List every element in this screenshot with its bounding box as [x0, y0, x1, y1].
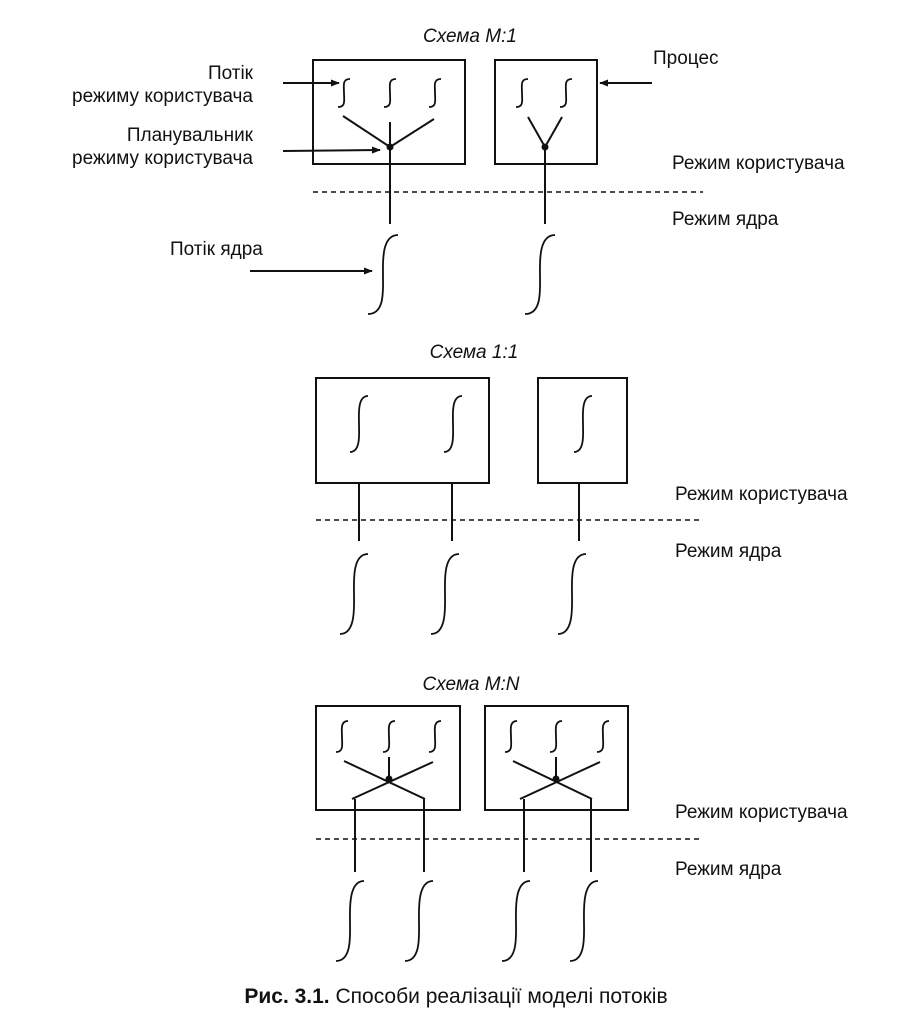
m1-process-box-2 [494, 59, 598, 224]
scheme-mn: Схема M:N Режим користувача Режим ядра [315, 674, 848, 962]
o1-user-mode-label: Режим користувача [675, 484, 848, 505]
arrow-to-user-scheduler [282, 146, 381, 154]
user-thread-squiggle [443, 395, 463, 453]
scheme-mn-title: Схема M:N [422, 674, 519, 695]
o1-kernel-mode-label: Режим ядра [675, 541, 782, 562]
kernel-thread-squiggle [335, 880, 365, 962]
o1-process-box-2 [537, 377, 628, 484]
figure-caption-prefix: Рис. 3.1. [244, 985, 329, 1008]
mn-user-mode-label: Режим користувача [675, 802, 848, 823]
user-thread-squiggle [515, 78, 529, 108]
m1-kernel-mode-label: Режим ядра [672, 209, 779, 230]
scheme-11: Схема 1:1 Режим користувача Режим ядра [315, 342, 848, 635]
label-process: Процес [653, 48, 719, 69]
user-thread-squiggle [428, 78, 442, 108]
label-user-thread-line1: Потік [208, 63, 254, 84]
kernel-thread-squiggle [404, 880, 434, 962]
mn-kernel-mode-label: Режим ядра [675, 859, 782, 880]
scheme-m1: Схема М:1 Потік режи [72, 26, 845, 315]
user-thread-squiggle [596, 720, 610, 753]
user-thread-squiggle [549, 720, 563, 753]
label-user-scheduler-line2: режиму користувача [72, 148, 253, 169]
kernel-thread-squiggle [430, 553, 460, 635]
label-user-thread-line2: режиму користувача [72, 86, 253, 107]
kernel-thread-squiggle [501, 880, 531, 962]
user-thread-squiggle [383, 78, 397, 108]
mn-process-box-2 [484, 705, 629, 811]
user-thread-squiggle [428, 720, 442, 753]
figure-caption: Рис. 3.1. Способи реалізації моделі пото… [244, 985, 667, 1008]
mn-process-box-1 [315, 705, 461, 811]
scheme-m1-title: Схема М:1 [423, 26, 517, 47]
user-thread-squiggle [573, 395, 593, 453]
label-user-scheduler-line1: Планувальник [127, 125, 254, 146]
user-thread-squiggle [559, 78, 573, 108]
user-scheduler-dot [552, 775, 560, 783]
kernel-thread-squiggle [339, 553, 369, 635]
user-thread-squiggle [349, 395, 369, 453]
user-thread-squiggle [337, 78, 351, 108]
kernel-thread-squiggle [569, 880, 599, 962]
m1-process-box-1 [312, 59, 466, 224]
kernel-thread-squiggle [557, 553, 587, 635]
scheme-11-title: Схема 1:1 [430, 342, 519, 363]
m1-user-mode-label: Режим користувача [672, 153, 845, 174]
kernel-thread-squiggle [524, 234, 556, 315]
user-scheduler-dot [385, 775, 393, 783]
o1-process-box-1 [315, 377, 490, 484]
user-thread-squiggle [382, 720, 396, 753]
label-kernel-thread: Потік ядра [170, 239, 263, 260]
user-thread-squiggle [335, 720, 349, 753]
figure-caption-text: Способи реалізації моделі потоків [330, 985, 668, 1008]
kernel-thread-squiggle [367, 234, 399, 315]
user-thread-squiggle [504, 720, 518, 753]
